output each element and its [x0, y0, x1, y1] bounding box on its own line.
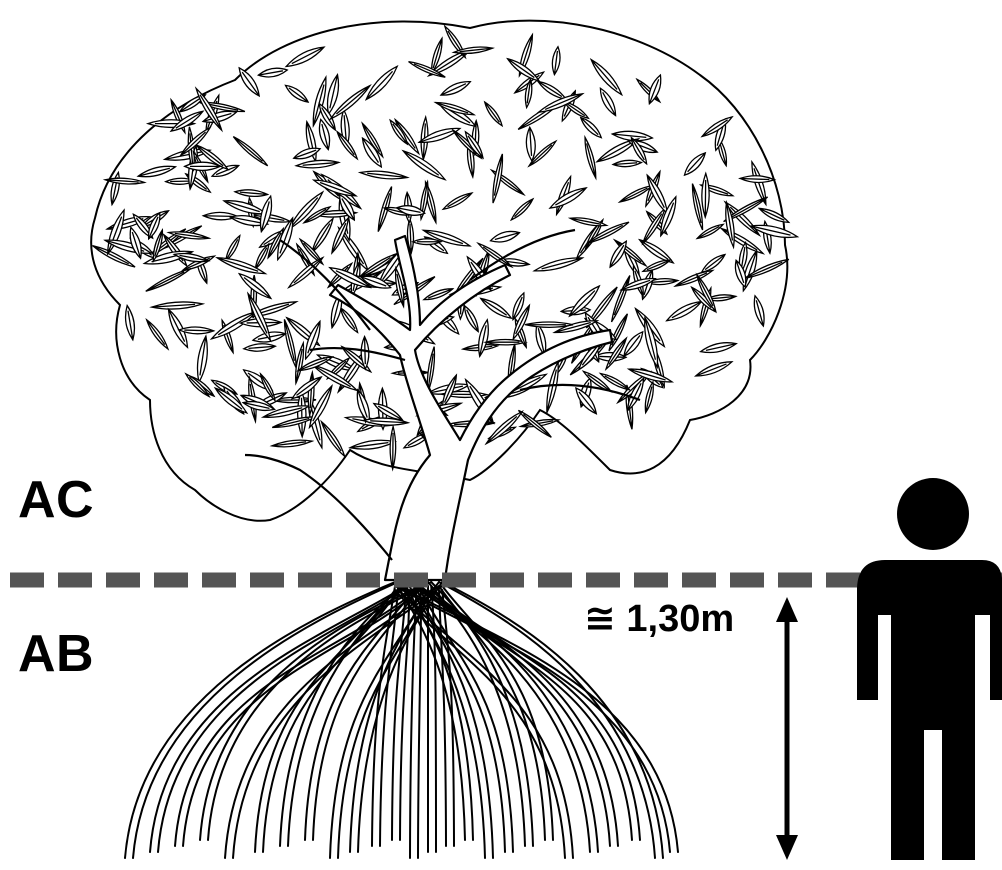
arrow-head-top — [776, 597, 798, 622]
measurement-height-label: ≅ 1,30m — [584, 600, 734, 638]
root-line — [400, 590, 409, 840]
root-line — [439, 586, 545, 840]
leaf — [525, 322, 573, 327]
leaf — [486, 340, 526, 345]
person-head — [897, 478, 969, 550]
arrow-head-bottom — [776, 835, 798, 860]
below-ground-label: AB — [18, 628, 94, 680]
above-ground-label: AC — [18, 474, 94, 526]
person-silhouette-icon — [857, 478, 1002, 860]
person-body — [857, 560, 1002, 860]
height-arrow — [776, 597, 798, 860]
